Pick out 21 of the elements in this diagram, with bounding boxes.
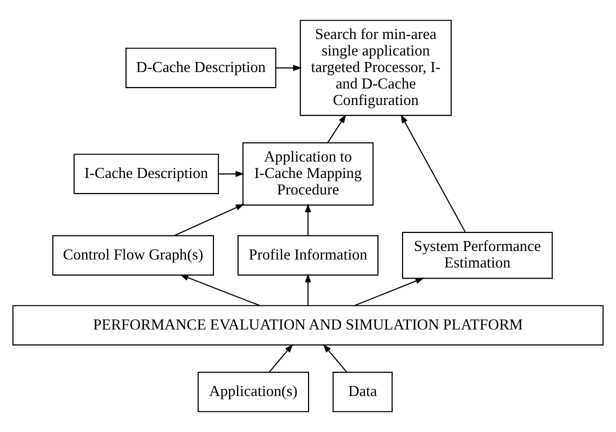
arrow <box>304 203 312 236</box>
arrow <box>400 114 466 233</box>
node-box: Data <box>332 372 393 412</box>
arrow <box>327 114 346 143</box>
node-box: System Performance Estimation <box>402 232 553 279</box>
arrow <box>276 64 302 71</box>
node-box: I-Cache Description <box>74 154 219 194</box>
arrow <box>174 204 244 236</box>
node-box: Control Flow Graph(s) <box>52 235 214 276</box>
node-box: Search for min-area single application targeted Processor, I- and D-Cache Configuration <box>300 20 452 116</box>
arrow <box>268 344 294 373</box>
node-box: D-Cache Description <box>125 48 276 88</box>
arrow <box>354 278 424 306</box>
arrow <box>304 274 312 306</box>
arrow <box>322 344 348 373</box>
node-box: Profile Information <box>238 235 378 276</box>
node-box: Application(s) <box>198 372 310 412</box>
node-box: Application to I-Cache Mapping Procedure <box>242 142 374 206</box>
node-box: PERFORMANCE EVALUATION AND SIMULATION PLATFORM <box>12 305 604 346</box>
arrow <box>218 170 244 177</box>
arrow <box>180 274 260 306</box>
